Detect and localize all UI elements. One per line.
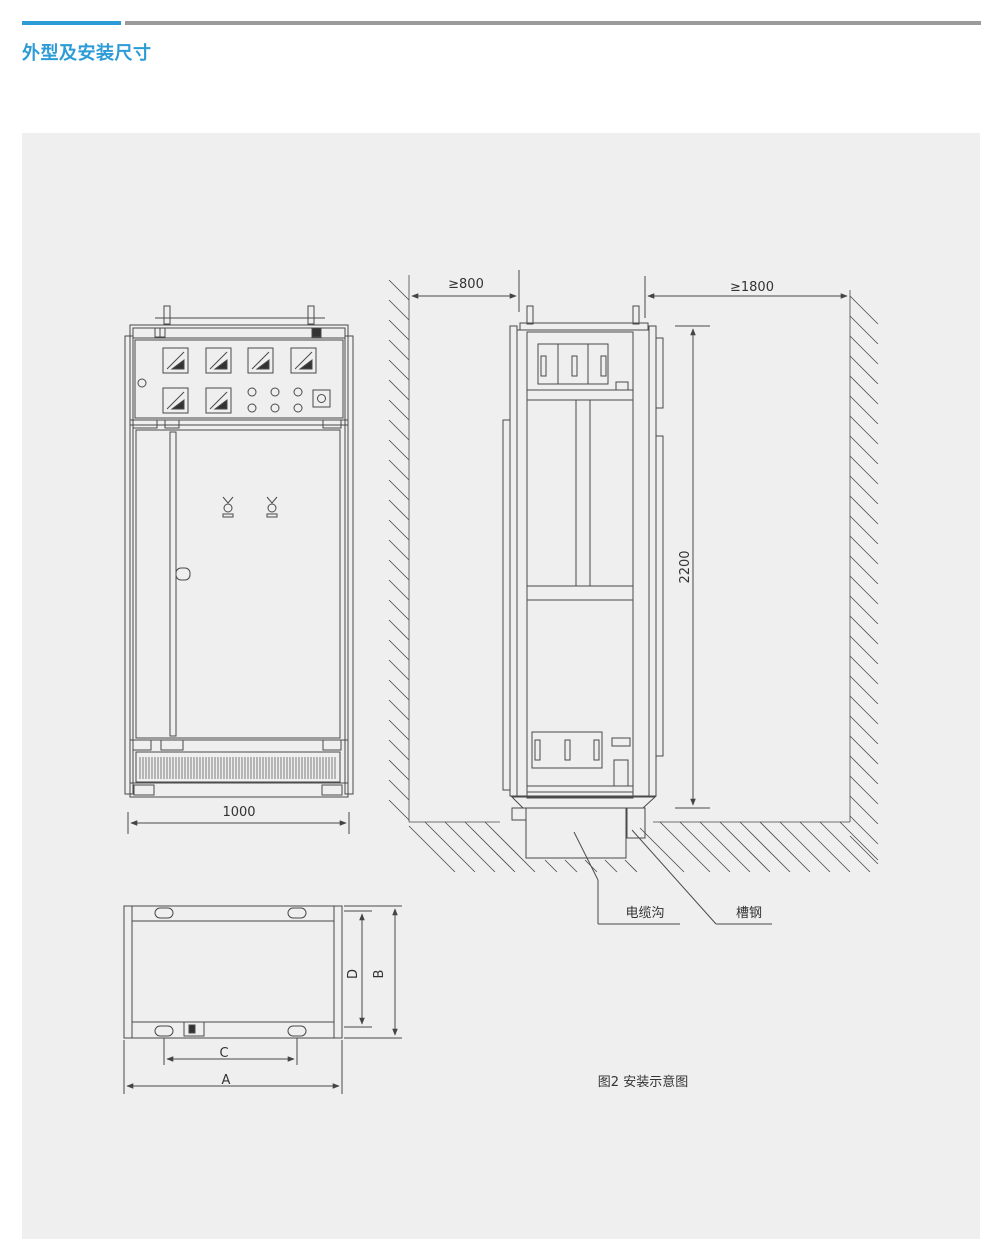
front-view <box>124 305 354 834</box>
channel-steel-label: 槽钢 <box>736 906 762 921</box>
header-accent-bar <box>22 21 121 25</box>
knob-left <box>222 496 234 518</box>
meter-row-2 <box>162 387 232 414</box>
cable-trench-label: 电缆沟 <box>625 905 664 921</box>
drawing-panel <box>22 133 980 1239</box>
knob-right <box>266 496 278 518</box>
page-title: 外型及安装尺寸 <box>22 43 152 64</box>
dim-c-label: C <box>219 1046 228 1061</box>
wall-hatch-left <box>388 275 410 822</box>
dim-b-label: B <box>372 970 387 979</box>
width-label: 1000 <box>222 805 255 820</box>
floor-hatch <box>408 821 879 873</box>
header-rule <box>125 21 981 25</box>
indicator-lights <box>247 387 303 413</box>
wall-hatch-right <box>849 290 879 865</box>
base-plan-view <box>123 905 402 1094</box>
height-label: 2200 <box>678 550 693 583</box>
dim-a-label: A <box>222 1073 231 1088</box>
figure-caption: 图2 安装示意图 <box>598 1074 688 1090</box>
cabinet-side-view <box>411 270 848 925</box>
front-clearance-label: ≥1800 <box>730 280 774 295</box>
dim-d-label: D <box>346 969 361 979</box>
meter-row-1 <box>162 347 317 374</box>
rear-clearance-label: ≥800 <box>448 277 484 292</box>
